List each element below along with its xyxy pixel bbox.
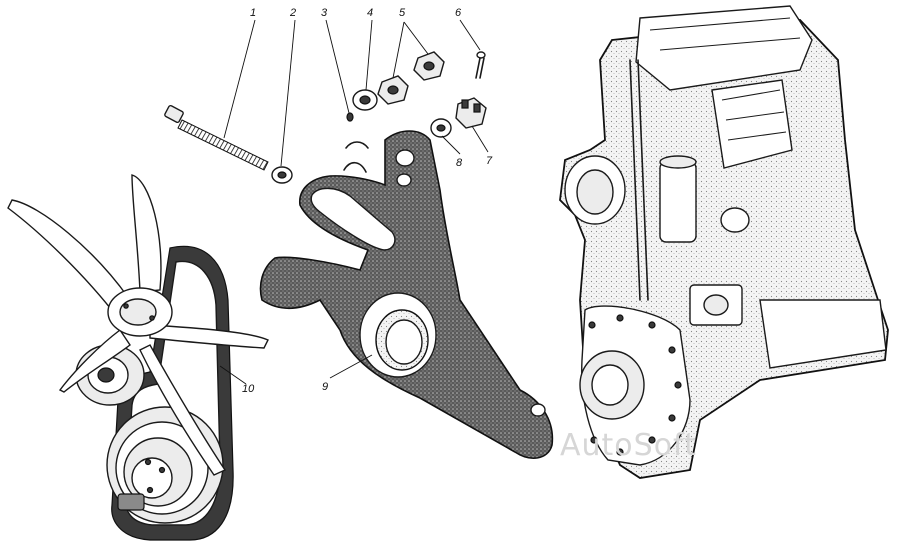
callout-7: 7: [486, 155, 493, 167]
nuts-5: [377, 51, 445, 105]
support-bracket-9: [259, 130, 554, 459]
washer-2: [271, 166, 293, 184]
fan-and-pulley-group: [7, 174, 269, 541]
castle-nut-7: [455, 97, 487, 129]
callout-3: 3: [321, 7, 328, 19]
crankshaft-pulley: [106, 406, 224, 524]
callout-8: 8: [456, 157, 463, 169]
watermark-text: AutoSoft: [560, 428, 697, 463]
callout-2: 2: [289, 7, 296, 19]
callout-9: 9: [322, 381, 328, 393]
cotter-pin-6: [475, 51, 486, 79]
callout-labels: 1 2 3 4 5 6 7 8 9 10: [242, 7, 493, 395]
callout-6: 6: [455, 7, 462, 19]
engine-block: [559, 5, 889, 479]
spring-pin-3: [343, 112, 369, 173]
bolt-1: [164, 104, 269, 171]
callout-10: 10: [242, 383, 255, 395]
callout-5: 5: [399, 7, 406, 19]
washer-8: [430, 118, 452, 138]
fan-blades: [7, 174, 269, 476]
callout-1: 1: [250, 7, 256, 19]
callout-4: 4: [367, 7, 373, 19]
leader-lines: [219, 19, 489, 385]
washer-4: [352, 89, 378, 111]
